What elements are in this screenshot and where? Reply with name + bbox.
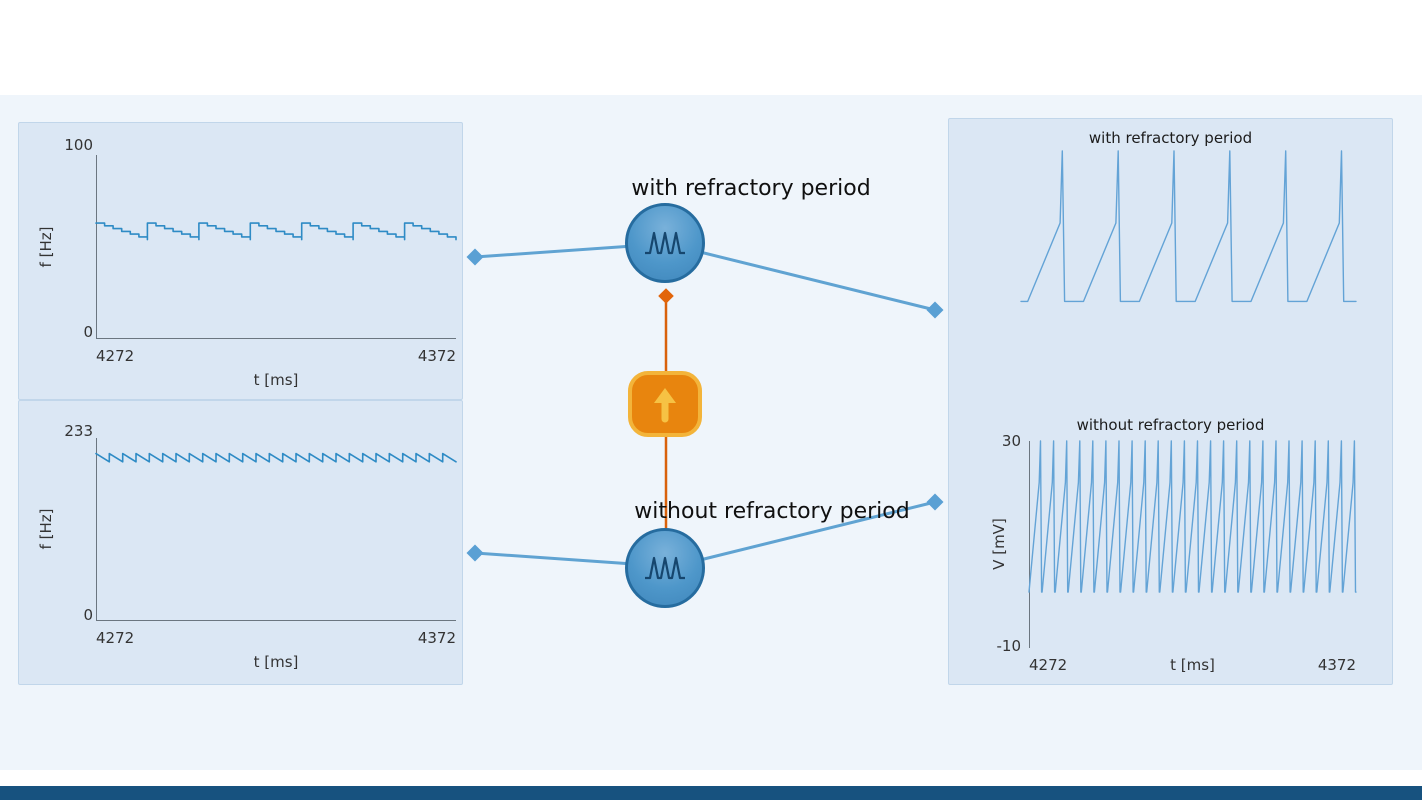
neuron-label-without-refractory: without refractory period bbox=[634, 499, 910, 524]
current-source-node[interactable] bbox=[628, 371, 702, 437]
y-axis-label: f [Hz] bbox=[37, 508, 55, 550]
voltage-plot-title-with: with refractory period bbox=[1088, 129, 1253, 147]
x-axis-label: t [ms] bbox=[253, 371, 299, 389]
y-axis-label: f [Hz] bbox=[37, 226, 55, 268]
spike-train-icon bbox=[645, 556, 685, 580]
neuron-label-with-refractory: with refractory period bbox=[631, 176, 871, 201]
firing-rate-plot-without-refractory bbox=[95, 438, 457, 621]
y-max-tick: 30 bbox=[1001, 432, 1021, 450]
voltage-plot-title-without: without refractory period bbox=[1076, 416, 1265, 434]
voltage-plot-without-refractory bbox=[1028, 440, 1357, 648]
spike-train-icon bbox=[645, 231, 685, 255]
y-axis-label: V [mV] bbox=[990, 518, 1008, 570]
voltmeter-panel[interactable]: with refractory period without refractor… bbox=[948, 118, 1393, 685]
arrow-up-icon bbox=[654, 388, 676, 423]
voltage-series bbox=[1020, 150, 1357, 303]
y-max-tick: 233 bbox=[64, 422, 93, 440]
firing-rate-series bbox=[95, 222, 457, 241]
x-axis-label: t [ms] bbox=[253, 653, 299, 671]
x-tick-start: 4272 bbox=[1029, 656, 1068, 674]
x-tick-end: 4372 bbox=[1317, 656, 1356, 674]
voltage-series bbox=[1028, 440, 1357, 593]
x-tick-end: 4372 bbox=[417, 347, 456, 365]
bottom-status-bar bbox=[0, 786, 1422, 800]
firing-rate-plot-with-refractory bbox=[95, 155, 457, 339]
voltage-plot-with-refractory bbox=[1020, 150, 1357, 303]
firing-rate-panel-with-refractory[interactable]: 100 f [Hz] 0 4272 4372 t [ms] bbox=[18, 122, 463, 400]
y-min-tick: 0 bbox=[83, 606, 93, 624]
neuron-node-with-refractory[interactable] bbox=[625, 203, 705, 283]
x-tick-start: 4272 bbox=[96, 347, 135, 365]
y-min-tick: -10 bbox=[996, 637, 1022, 655]
y-max-tick: 100 bbox=[64, 136, 93, 154]
firing-rate-panel-without-refractory[interactable]: 233 f [Hz] 0 4272 4372 t [ms] bbox=[18, 400, 463, 685]
x-axis-label: t [ms] bbox=[1170, 656, 1215, 674]
firing-rate-series bbox=[95, 452, 457, 463]
y-min-tick: 0 bbox=[83, 323, 93, 341]
x-tick-end: 4372 bbox=[417, 629, 456, 647]
neuron-node-without-refractory[interactable] bbox=[625, 528, 705, 608]
x-tick-start: 4272 bbox=[96, 629, 135, 647]
